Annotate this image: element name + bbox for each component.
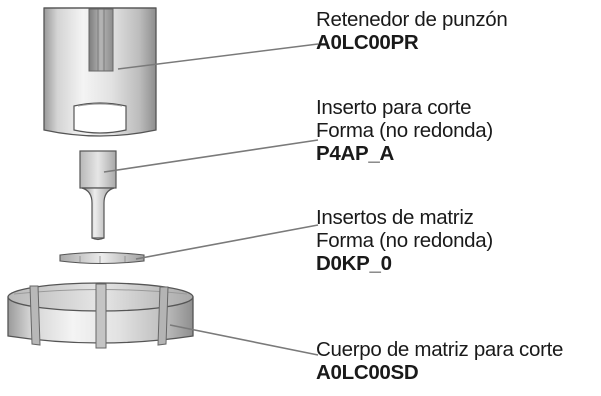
callout-die-insert: Insertos de matriz Forma (no redonda) D0… [316,206,493,275]
part-code: P4AP_A [316,142,394,165]
callout-label: Retenedor de punzón [316,8,508,31]
callout-sublabel: Forma (no redonda) [316,229,493,252]
callout-punch-retainer: Retenedor de punzón A0LC00PR [316,8,508,54]
leader-line-die-insert [135,224,319,260]
leader-line-die-body [169,324,319,356]
leader-line-cutting-insert [103,139,319,173]
callout-cutting-insert: Inserto para corte Forma (no redonda) P4… [316,96,493,165]
callout-sublabel: Forma (no redonda) [316,119,493,142]
part-code: A0LC00PR [316,31,419,54]
leader-line-punch-retainer [117,43,319,70]
callout-die-body: Cuerpo de matriz para corte A0LC00SD [316,338,563,384]
part-code: A0LC00SD [316,361,419,384]
die-body-part [7,282,194,349]
punch-retainer-part [43,7,157,137]
callout-label: Cuerpo de matriz para corte [316,338,564,361]
callout-label: Insertos de matriz [316,206,474,229]
die-insert-part [59,251,145,265]
callout-label: Inserto para corte [316,96,472,119]
cutting-insert-part [79,150,117,241]
part-code: D0KP_0 [316,252,392,275]
